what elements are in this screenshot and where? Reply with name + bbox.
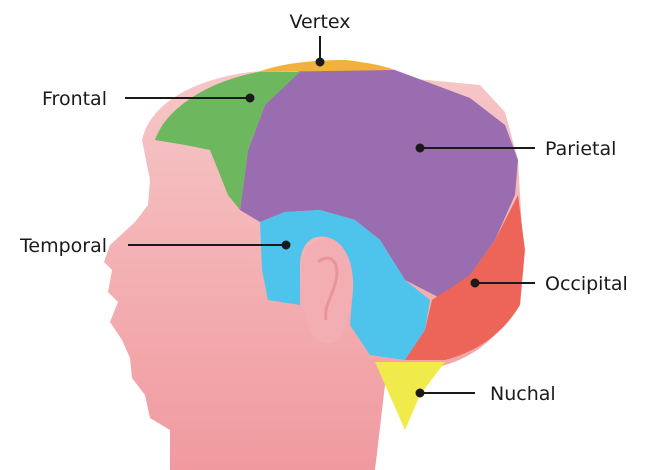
- temporal-label: Temporal: [19, 235, 107, 257]
- nuchal-dot: [417, 390, 424, 397]
- vertex-dot: [317, 59, 324, 66]
- parietal-dot: [417, 145, 424, 152]
- vertex-label: Vertex: [289, 11, 350, 33]
- temporal-dot: [283, 242, 290, 249]
- frontal-label: Frontal: [42, 88, 107, 110]
- nuchal-label: Nuchal: [490, 383, 556, 405]
- parietal-label: Parietal: [545, 138, 616, 160]
- nuchal-region: [375, 362, 445, 430]
- frontal-dot: [247, 95, 254, 102]
- occipital-label: Occipital: [545, 273, 628, 295]
- vertex-region: [258, 60, 395, 72]
- occipital-dot: [472, 280, 479, 287]
